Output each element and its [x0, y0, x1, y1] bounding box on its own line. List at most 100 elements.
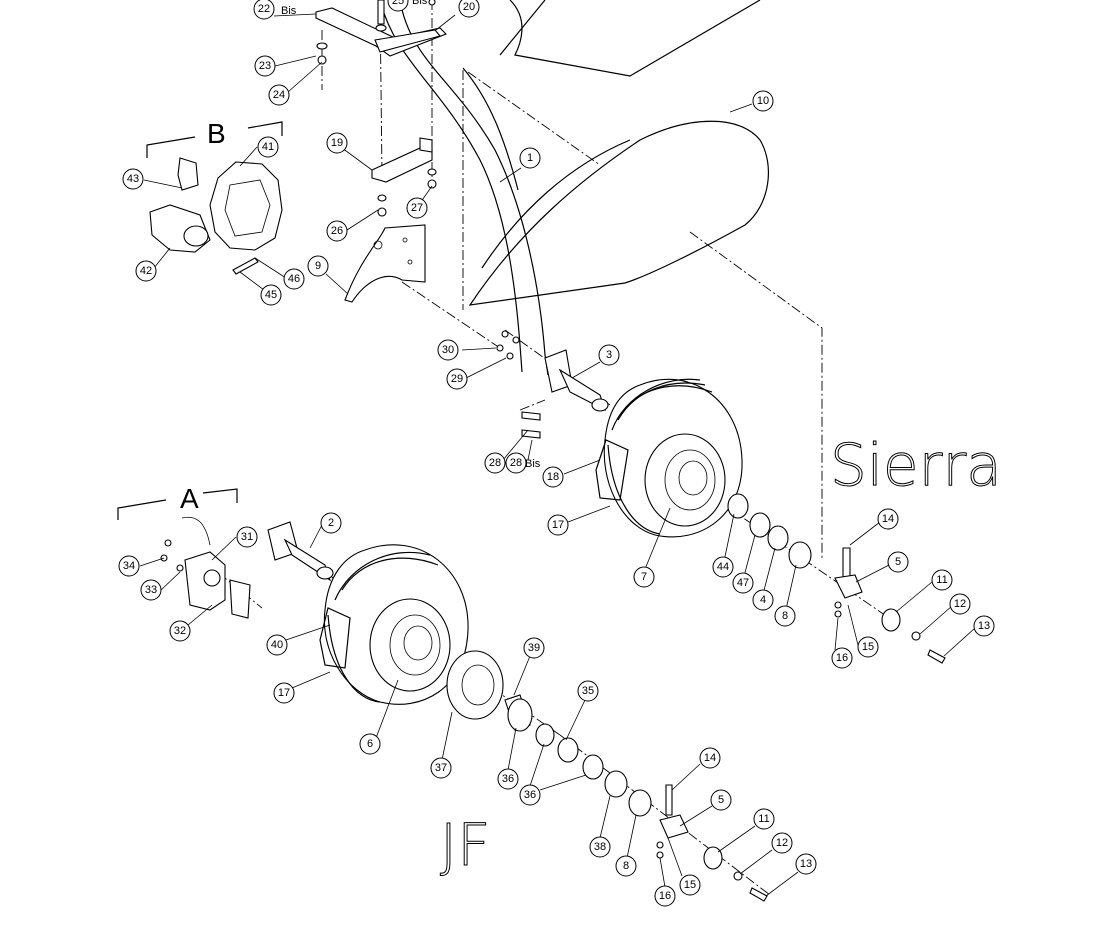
callout-number: 11: [758, 813, 769, 825]
bis-label-22: Bis: [281, 5, 297, 17]
callout: 8: [615, 855, 637, 877]
callout-number: 18: [547, 471, 559, 483]
callout-number: 36: [502, 773, 514, 785]
callout: 22: [253, 0, 275, 20]
callout: 30: [437, 339, 459, 361]
callout-number: 9: [315, 260, 321, 272]
axle-upper: [496, 330, 609, 439]
callout: 10: [752, 90, 774, 112]
callout: 12: [771, 832, 793, 854]
wheel-lower: [319, 544, 469, 705]
callout-number: 33: [145, 584, 157, 596]
callout-number: 3: [606, 349, 612, 361]
callout: 24: [268, 84, 290, 106]
callout-number: 27: [411, 202, 423, 214]
callout-number: 11: [936, 574, 947, 586]
hub-parts-lower: [446, 650, 768, 902]
callout-number: 46: [288, 273, 300, 285]
callout-number: 23: [259, 60, 271, 72]
callout: 8: [774, 605, 796, 627]
callout-number: 45: [265, 289, 277, 301]
callout-number: 43: [127, 173, 139, 185]
callout-number: 8: [623, 860, 629, 872]
bis-label-25: Bis: [412, 0, 428, 7]
callout: 3: [598, 344, 620, 366]
callout-number: 39: [528, 642, 540, 654]
detail-a-hub: [117, 488, 251, 619]
callout: 2: [320, 512, 342, 534]
callout-number: 13: [978, 620, 990, 632]
callout-number: 19: [331, 137, 343, 149]
callout-number: 40: [271, 639, 283, 651]
callout: 43: [122, 168, 144, 190]
callout: 38: [589, 836, 611, 858]
callout-number: 17: [278, 687, 290, 699]
callout-number: 36: [524, 789, 536, 801]
fender: [468, 0, 770, 306]
callout: 15: [679, 874, 701, 896]
callout: 7: [633, 566, 655, 588]
callout: 39: [523, 637, 545, 659]
view-b-label: B: [207, 118, 226, 149]
callout: 28: [484, 452, 506, 474]
callout: 36: [519, 784, 541, 806]
callout-number: 32: [174, 625, 186, 637]
callout-number: 2: [328, 517, 334, 529]
callout-number: 16: [659, 890, 671, 902]
callout-number: 4: [760, 594, 766, 606]
callout: 14: [699, 747, 721, 769]
callout-number: 37: [435, 762, 447, 774]
callout: 11: [931, 569, 953, 591]
callout: 37: [430, 757, 452, 779]
wheel-upper: [595, 378, 743, 538]
callout-number: 12: [954, 598, 966, 610]
assembly-lines: [214, 0, 896, 896]
callout: 11: [753, 808, 775, 830]
callout: 6: [359, 733, 381, 755]
callout: 17: [547, 514, 569, 536]
callout: 14: [877, 508, 899, 530]
callout: 41: [257, 136, 279, 158]
callout-number: 41: [262, 141, 274, 153]
callout: 13: [973, 615, 995, 637]
callout-number: 20: [463, 1, 475, 13]
callout-number: 5: [895, 556, 901, 568]
leader-lines: [139, 13, 976, 897]
callout-number: 25: [392, 0, 404, 7]
callout-number: 13: [800, 858, 812, 870]
callout: 18: [542, 466, 564, 488]
detail-b-brake: [146, 121, 283, 275]
callout-number: 28: [489, 457, 501, 469]
callout-number: 29: [451, 373, 463, 385]
callout-number: 38: [594, 841, 606, 853]
callout-number: 14: [882, 513, 894, 525]
callout-number: 22: [258, 3, 270, 15]
callout: 12: [949, 593, 971, 615]
callout-number: 7: [641, 571, 647, 583]
callout: 42: [135, 260, 157, 282]
callout-number: 8: [782, 610, 788, 622]
brand-jf: JF: [440, 811, 490, 879]
callout-number: 34: [123, 560, 135, 572]
callout-number: 42: [140, 265, 152, 277]
callout: 5: [710, 789, 732, 811]
callout-number: 26: [331, 225, 343, 237]
view-a-label: A: [180, 483, 199, 514]
callout: 34: [118, 555, 140, 577]
callout-number: 6: [367, 738, 373, 750]
callout-number: 47: [737, 577, 749, 589]
callout: 25: [387, 0, 409, 12]
callout: 13: [795, 853, 817, 875]
callout-number: 35: [582, 685, 594, 697]
callout: 15: [857, 636, 879, 658]
callout-number: 24: [273, 89, 285, 101]
callout-number: 30: [442, 344, 454, 356]
callout: 20: [458, 0, 480, 18]
callout-number: 15: [684, 879, 696, 891]
callout-number: 14: [704, 752, 716, 764]
bis-label-28: Bis: [525, 458, 541, 470]
callout: 35: [577, 680, 599, 702]
callout: 16: [654, 885, 676, 907]
callout: 36: [497, 768, 519, 790]
